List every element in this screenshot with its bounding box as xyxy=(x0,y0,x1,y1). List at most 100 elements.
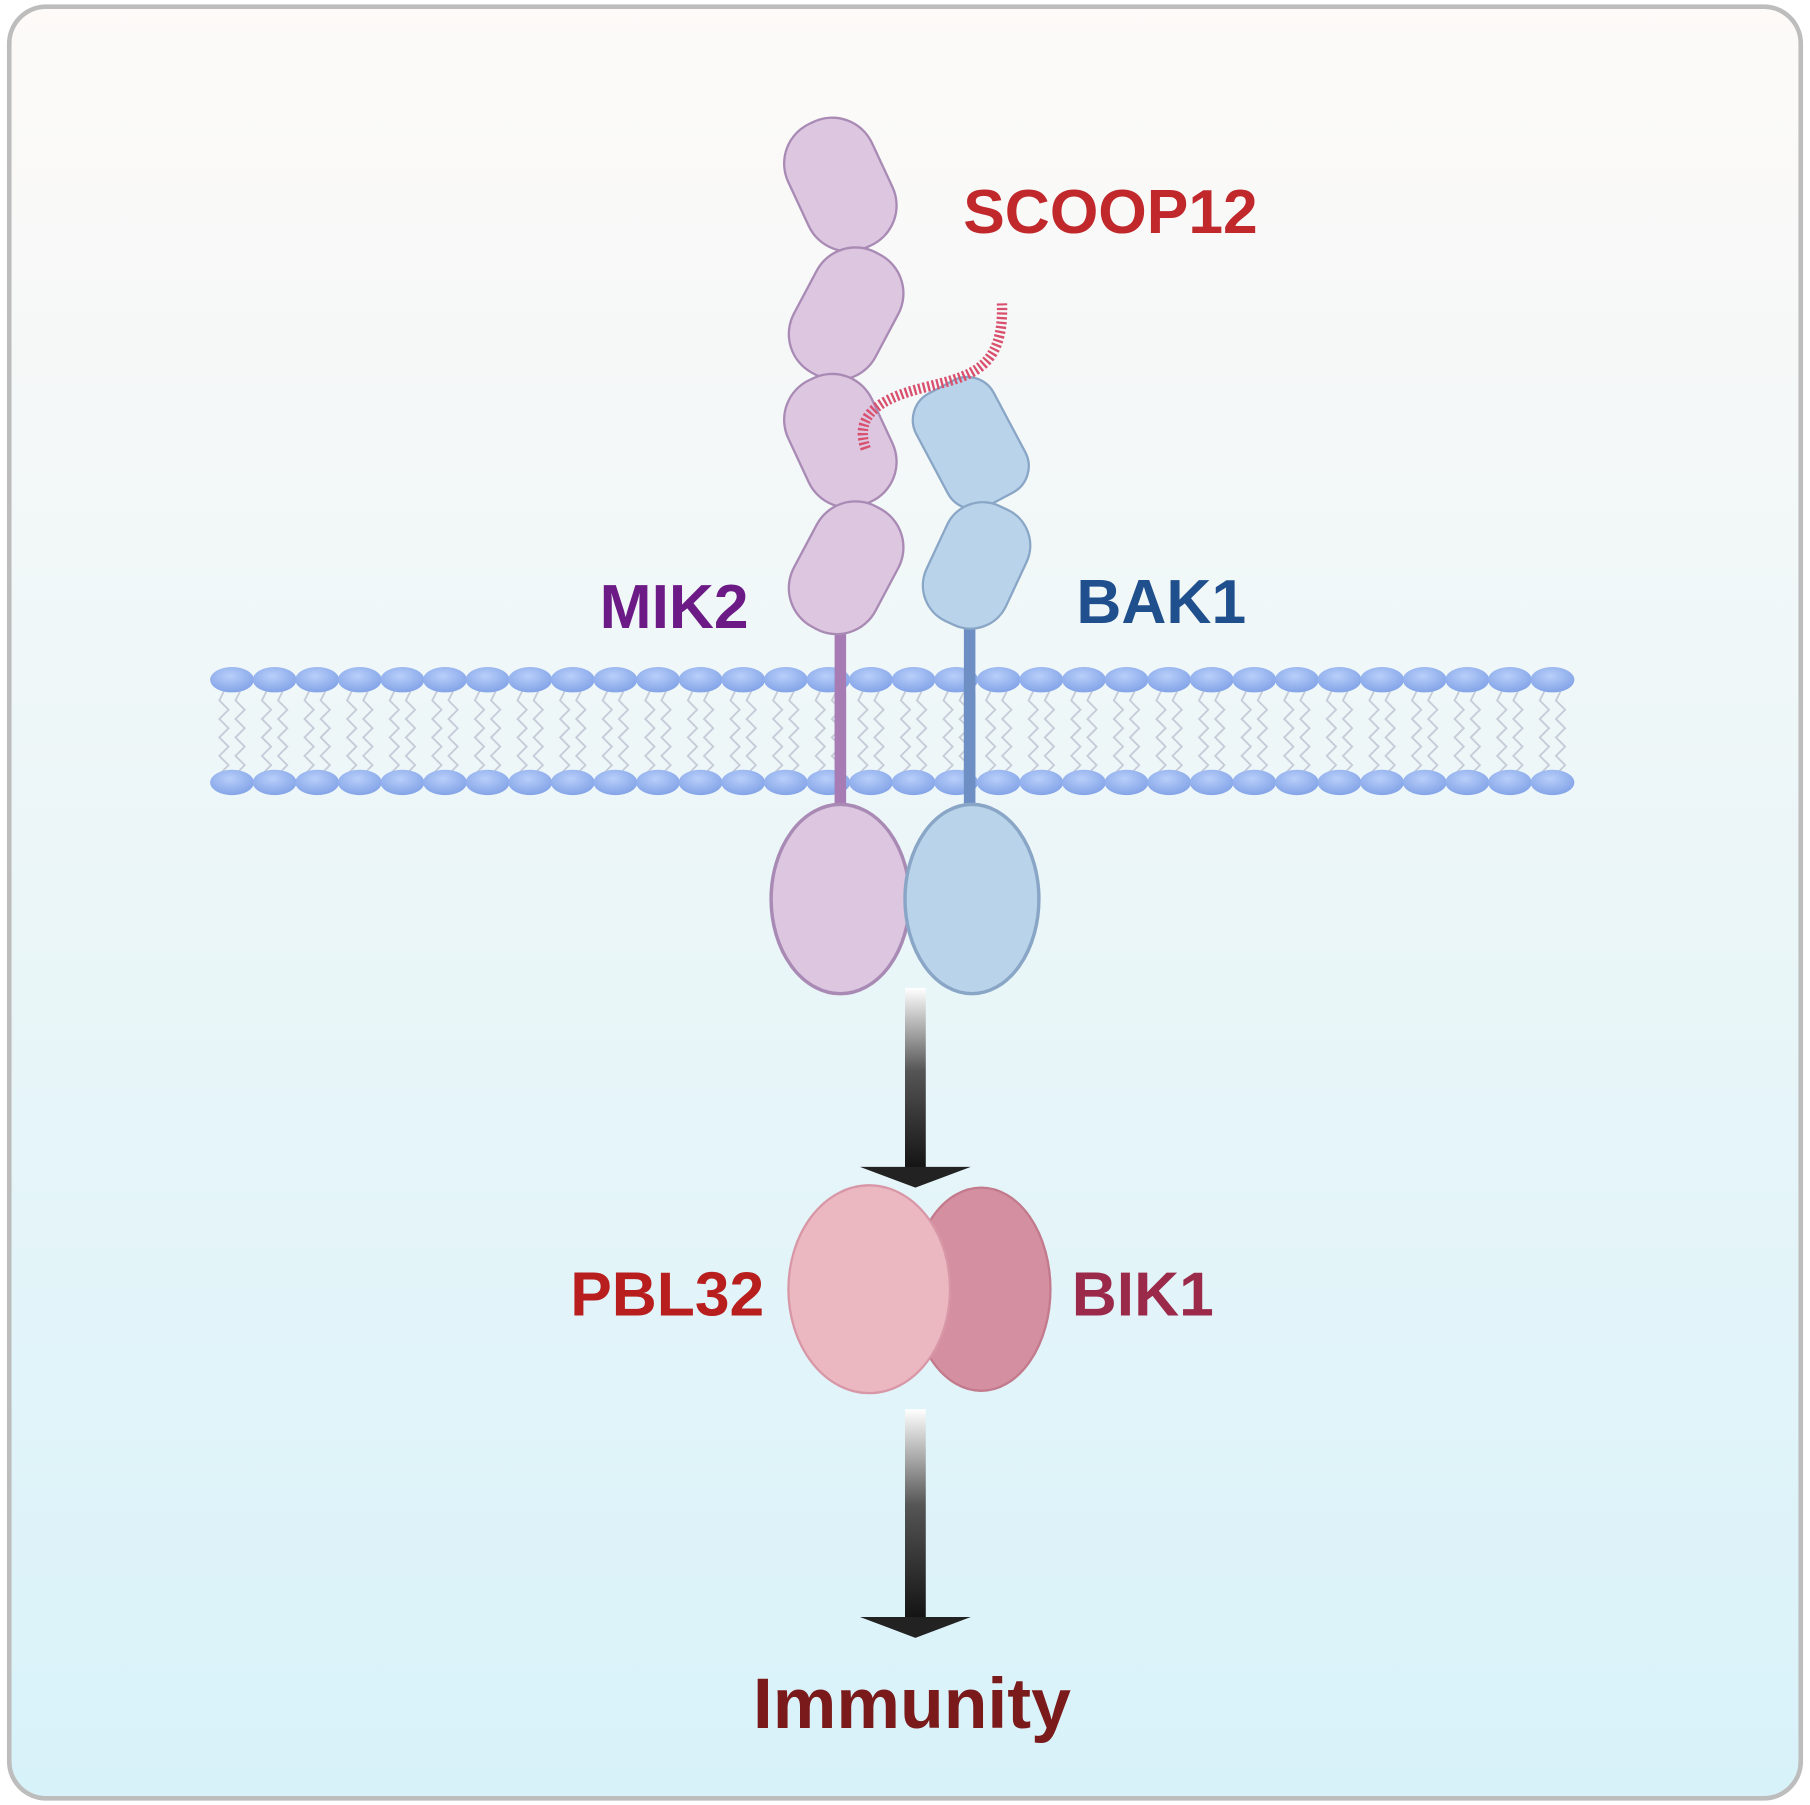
lipid-tail xyxy=(899,690,912,776)
lipid-tail xyxy=(1069,690,1082,776)
lipid-head xyxy=(1274,769,1319,796)
mik2-label: MIK2 xyxy=(600,573,749,642)
lipid-head xyxy=(678,667,723,693)
bak1-stem-inner xyxy=(963,693,976,775)
bik1-label: BIK1 xyxy=(1072,1261,1214,1330)
lipid-head xyxy=(1445,667,1490,693)
lipid-tail xyxy=(1426,690,1439,776)
lipid-head xyxy=(337,769,382,796)
lipid-tail xyxy=(361,690,374,776)
lipid-tail xyxy=(745,690,758,776)
lipid-head xyxy=(1402,769,1447,796)
lipid-tail xyxy=(1341,690,1354,776)
lipid-head xyxy=(210,769,254,796)
lipid-head xyxy=(1147,667,1192,693)
lipid-head xyxy=(1189,769,1234,796)
lipid-tail xyxy=(1410,690,1423,776)
lipid-head xyxy=(508,667,553,693)
lipid-tail xyxy=(856,690,869,776)
lipid-tail xyxy=(319,690,332,776)
lipid-tail xyxy=(1469,690,1482,776)
lipid-head xyxy=(678,769,723,796)
lipid-tail xyxy=(447,690,460,776)
lipid-head xyxy=(1530,667,1575,693)
mik2-kinase-domain xyxy=(769,802,912,996)
lipid-tail xyxy=(1112,690,1125,776)
lipid-tail xyxy=(388,690,401,776)
lipid-head xyxy=(849,769,893,796)
lipid-head xyxy=(1104,667,1149,693)
lipid-tail xyxy=(686,690,699,776)
lipid-tail xyxy=(1538,690,1551,776)
lipid-tail xyxy=(1282,690,1295,776)
lipid-head xyxy=(423,667,467,693)
lipid-head xyxy=(1317,769,1362,796)
lipid-tail xyxy=(984,690,997,776)
lipid-head xyxy=(210,667,254,693)
lipid-tail xyxy=(601,690,614,776)
lipid-tail xyxy=(276,690,289,776)
lipid-head xyxy=(1274,667,1319,693)
lipid-tail xyxy=(260,690,273,776)
arrow-head-icon xyxy=(859,1617,971,1638)
lipid-head xyxy=(593,769,638,796)
lipid-tail xyxy=(574,690,587,776)
lipid-tail xyxy=(1171,690,1184,776)
lipid-head xyxy=(849,667,893,693)
lipid-tail xyxy=(303,690,316,776)
arrow-head-icon xyxy=(859,1166,971,1188)
lipid-tail xyxy=(660,690,672,776)
lipid-head xyxy=(1530,769,1575,796)
lipid-tail xyxy=(1325,690,1338,776)
lipid-head xyxy=(976,667,1021,693)
lipid-head xyxy=(252,769,297,796)
lipid-head xyxy=(550,667,595,693)
lipid-bilayer xyxy=(210,667,1575,796)
bak1-domain xyxy=(921,501,1032,630)
lipid-head xyxy=(1487,769,1532,796)
lipid-tail xyxy=(1043,690,1056,776)
lipid-head xyxy=(465,667,510,693)
lipid-head xyxy=(1487,667,1532,693)
lipid-tail xyxy=(1453,690,1466,776)
scoop12-peptide xyxy=(857,303,1008,451)
lipid-tail xyxy=(702,690,715,776)
arrow-shaft xyxy=(905,1409,926,1623)
lipid-head xyxy=(252,667,297,693)
lipid-tail xyxy=(218,690,230,776)
lipid-tail xyxy=(1384,690,1397,776)
lipid-tail xyxy=(729,690,742,776)
lipid-tail xyxy=(345,690,358,776)
arrow-shaft xyxy=(905,987,926,1173)
scoop12-label: SCOOP12 xyxy=(963,178,1257,247)
lipid-head xyxy=(423,769,467,796)
lipid-head xyxy=(593,667,638,693)
lipid-head xyxy=(465,769,510,796)
lipid-tail xyxy=(771,690,784,776)
lipid-head xyxy=(891,769,936,796)
lipid-tail xyxy=(617,690,630,776)
lipid-head xyxy=(636,667,680,693)
mik2-domain xyxy=(783,116,898,253)
lipid-tail xyxy=(942,690,954,776)
lipid-head xyxy=(636,769,680,796)
lipid-head xyxy=(1189,667,1234,693)
lipid-tail xyxy=(1368,690,1380,776)
lipid-head xyxy=(1061,667,1106,693)
lipid-tail xyxy=(787,690,800,776)
lipid-tail xyxy=(915,690,928,776)
lipid-head xyxy=(380,667,425,693)
lipid-tail xyxy=(1213,690,1226,776)
lipid-head xyxy=(763,769,808,796)
lipid-tail xyxy=(1000,690,1013,776)
lipid-head xyxy=(1019,769,1064,796)
lipid-head xyxy=(295,667,340,693)
mik2-stem-inner xyxy=(834,693,847,775)
bak1-domain xyxy=(911,375,1030,511)
lipid-head xyxy=(1317,667,1362,693)
lipid-head xyxy=(1232,769,1277,796)
lipid-head xyxy=(1402,667,1447,693)
lipid-tail xyxy=(1240,690,1253,776)
